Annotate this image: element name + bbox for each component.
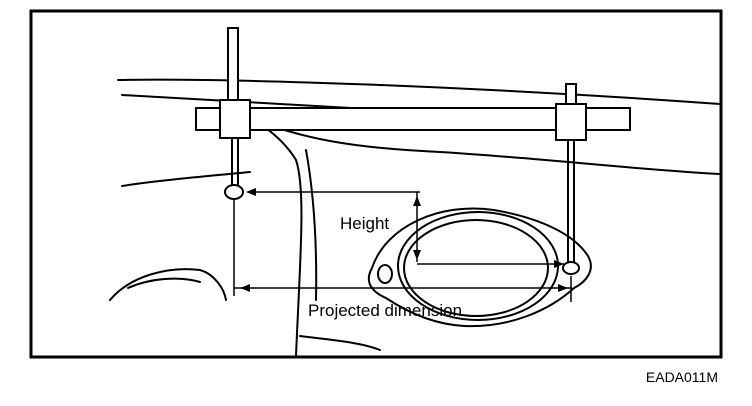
- diagram-frame: [29, 9, 723, 359]
- dimension-arrows: [240, 188, 568, 292]
- projected-dimension-label: Projected dimension: [308, 301, 462, 320]
- right-pointer: [555, 83, 587, 275]
- height-label: Height: [340, 214, 389, 233]
- dimension-lines: [233, 191, 572, 302]
- left-pointer: [219, 27, 251, 200]
- tram-gauge-bar: [195, 107, 631, 131]
- figure-code: EADA011M: [646, 369, 718, 385]
